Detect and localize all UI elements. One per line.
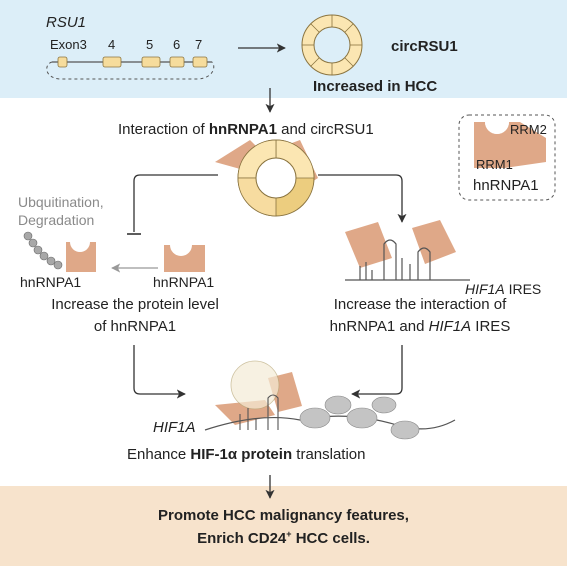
exon-label-3: Exon3	[50, 37, 87, 52]
gene-name: RSU1	[46, 14, 87, 31]
arrow-left-to-translation	[133, 345, 186, 399]
outcome-line2-prefix: Enrich CD24	[197, 530, 287, 547]
circ-status: Increased in HCC	[313, 78, 438, 95]
hnrnpa1-ires-complex-icon	[345, 220, 470, 281]
central-complex-icon	[215, 139, 318, 217]
interaction-prefix: Interaction of	[118, 121, 209, 138]
left-result-line1: Increase the protein level	[51, 296, 219, 313]
interaction-protein: hnRNPA1	[208, 121, 277, 138]
hnrnpa1-stable-label: hnRNPA1	[153, 274, 215, 290]
legend-box	[458, 114, 556, 201]
interaction-suffix: and circRSU1	[276, 121, 374, 138]
ires-label: HIF1A IRES	[465, 281, 541, 297]
right-result-suffix: IRES	[471, 318, 511, 335]
legend-rrm1: RRM1	[476, 157, 513, 172]
translation-bold: HIF-1α protein	[190, 446, 293, 463]
exon-label-4: 4	[108, 37, 116, 52]
bottom-band	[0, 486, 567, 566]
translation-statement: Enhance HIF-1α protein translation	[127, 446, 365, 463]
inhibit-line-left	[133, 174, 218, 232]
circrsu1-ring-icon	[301, 14, 363, 76]
left-result-line2: of hnRNPA1	[93, 318, 177, 335]
right-result-line1: Increase the interaction of	[333, 296, 507, 313]
outcome-line2: Enrich CD24+ HCC cells.	[0, 529, 567, 547]
exon-7-box	[192, 56, 208, 68]
legend-protein-icon	[474, 122, 546, 168]
right-result-prefix: hnRNPA1 and	[329, 318, 429, 335]
rsu1-gene-diagram	[46, 56, 215, 80]
ires-gene: HIF1A	[465, 281, 505, 297]
exon-4-box	[102, 56, 122, 68]
translation-prefix: Enhance	[127, 446, 191, 463]
arrow-right-branch	[318, 174, 407, 223]
legend-rrm2: RRM2	[510, 122, 547, 137]
right-result-gene: HIF1A	[428, 318, 472, 335]
exon-6-box	[169, 56, 185, 68]
exon-5-box	[141, 56, 161, 68]
translation-suffix: translation	[292, 446, 366, 463]
ubiquitin-chain-icon	[23, 231, 63, 270]
ires-suffix: IRES	[504, 281, 542, 297]
outcome-line1: Promote HCC malignancy features,	[158, 507, 409, 524]
ubiquitination-label: Ubquitination,	[18, 194, 104, 210]
mrna-label: HIF1A	[153, 419, 196, 436]
exon-label-6: 6	[173, 37, 181, 52]
exon-label-7: 7	[195, 37, 203, 52]
degradation-label: Degradation	[18, 212, 95, 228]
arrow-right-to-translation	[351, 345, 403, 399]
outcome-line2-sup: +	[286, 529, 292, 539]
exon-label-5: 5	[146, 37, 154, 52]
legend-protein-name: hnRNPA1	[473, 177, 539, 194]
exon-3-box	[57, 56, 68, 68]
circ-name: circRSU1	[391, 38, 458, 55]
outcome-line2-suffix: HCC cells.	[291, 530, 370, 547]
interaction-title: Interaction of hnRNPA1 and circRSU1	[118, 121, 374, 138]
hnrnpa1-degraded-label: hnRNPA1	[20, 274, 82, 290]
translation-complex-icon	[204, 360, 456, 440]
right-result-line2: hnRNPA1 and HIF1A IRES	[300, 318, 540, 335]
